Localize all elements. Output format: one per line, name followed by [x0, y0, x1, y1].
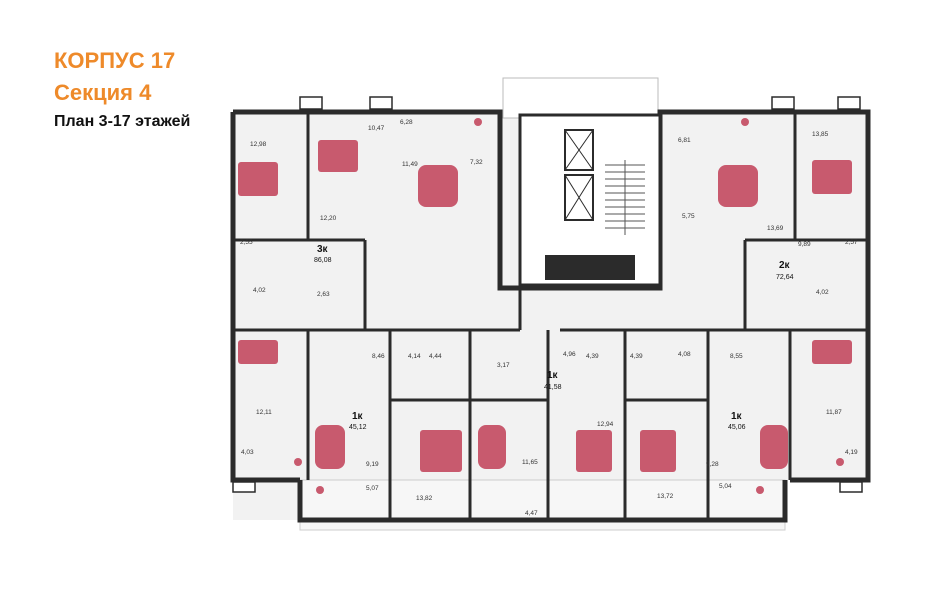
apartment-area: 45,06	[728, 424, 746, 431]
room-area: 9,19	[366, 461, 379, 468]
room-area: 12,98	[250, 141, 267, 148]
room-area: 4,39	[586, 353, 599, 360]
apartment-type: 3к	[317, 244, 329, 255]
room-area: 2,63	[317, 291, 330, 298]
room-area: 12,20	[320, 215, 337, 222]
room-area: 4,08	[678, 351, 691, 358]
building-core	[518, 113, 662, 287]
room-area: 2,57	[845, 239, 858, 246]
furniture	[238, 118, 852, 494]
room-area: 6,81	[678, 137, 691, 144]
room-area: 6,28	[400, 119, 413, 126]
apartment-type: 1к	[731, 411, 743, 422]
interior-walls	[233, 112, 868, 520]
room-area: 9,28	[706, 461, 719, 468]
room-area: 12,11	[256, 409, 272, 416]
room-area: 4,03	[241, 449, 254, 456]
apartment-area: 86,08	[314, 257, 332, 264]
apartment-labels: 3к 86,08 2к 72,64 1к 45,12 1к 41,58 1к 4…	[314, 244, 794, 431]
room-area: 10,47	[368, 125, 385, 132]
room-area: 4,14	[408, 353, 421, 360]
room-area: 8,55	[730, 353, 743, 360]
floors-subtitle: План 3-17 этажей	[54, 113, 191, 130]
apartment-area: 41,58	[544, 384, 562, 391]
room-area: 5,07	[366, 485, 379, 492]
room-area: 4,96	[563, 351, 576, 358]
room-area: 7,32	[470, 159, 483, 166]
room-areas: 12,98 10,47 6,28 11,49 7,32 12,20 2,55 4…	[240, 119, 858, 517]
room-area: 4,02	[816, 289, 829, 296]
room-area: 12,94	[597, 421, 614, 428]
room-area: 8,46	[372, 353, 385, 360]
room-area: 13,85	[812, 131, 829, 138]
room-area: 11,87	[826, 409, 842, 416]
room-area: 4,19	[845, 449, 858, 456]
room-area: 11,65	[522, 459, 538, 466]
room-area: 13,82	[416, 495, 433, 502]
room-area: 5,04	[719, 483, 732, 490]
room-area: 13,72	[657, 493, 674, 500]
room-area: 9,89	[798, 241, 811, 248]
room-area: 13,69	[767, 225, 784, 232]
room-area: 4,39	[630, 353, 643, 360]
apartment-area: 45,12	[349, 424, 367, 431]
room-area: 4,47	[525, 510, 538, 517]
room-area: 5,75	[682, 213, 695, 220]
apartment-area: 72,64	[776, 274, 794, 281]
building-title: КОРПУС 17	[54, 48, 176, 73]
apartment-type: 2к	[779, 260, 791, 271]
room-area: 4,02	[253, 287, 266, 294]
room-area: 2,55	[240, 239, 253, 246]
window-boxes	[232, 96, 863, 493]
section-title: Секция 4	[54, 80, 152, 105]
room-area: 4,44	[429, 353, 442, 360]
room-area: 3,17	[497, 362, 510, 369]
room-area: 11,49	[402, 161, 418, 168]
apartment-type: 1к	[547, 370, 559, 381]
apartment-type: 1к	[352, 411, 364, 422]
